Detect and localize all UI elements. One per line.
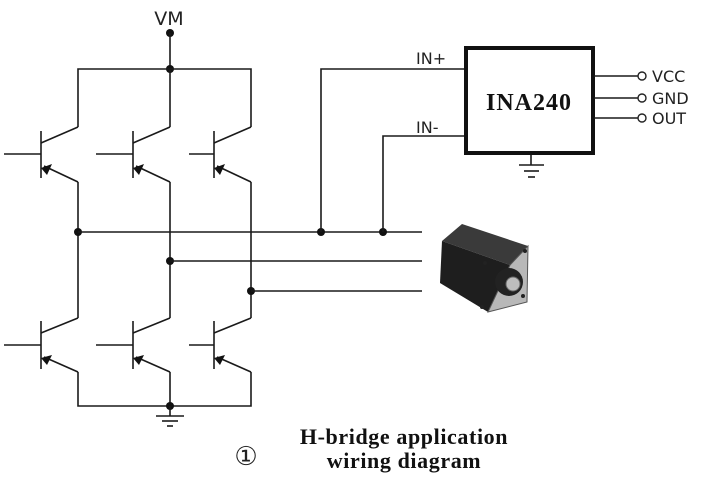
transistor-low-3 (189, 317, 252, 373)
caption-line-1: H-bridge application (300, 424, 508, 449)
chip-ground-icon (519, 155, 544, 178)
ina240-chip (464, 46, 595, 155)
in-plus-label: IN+ (416, 49, 446, 68)
gnd-terminal (637, 93, 647, 103)
vcc-terminal (637, 71, 647, 81)
chip-name: INA240 (486, 90, 572, 116)
caption-line-2: wiring diagram (327, 448, 481, 473)
in-minus-label: IN- (416, 118, 438, 137)
transistor-high-2 (96, 126, 171, 183)
transistor-low-2 (96, 317, 171, 373)
out-terminal (637, 113, 647, 123)
vcc-label: VCC (652, 67, 685, 86)
top-rail (77, 68, 252, 127)
out-label: OUT (652, 109, 686, 128)
vm-label: VM (154, 8, 183, 30)
stepper-motor-icon (440, 224, 529, 313)
transistor-high-3 (189, 126, 252, 183)
transistor-high-1 (4, 126, 79, 183)
ground-icon (156, 406, 184, 427)
gnd-label: GND (652, 89, 689, 108)
transistor-low-1 (4, 317, 79, 373)
caption-number: ① (234, 442, 257, 472)
in-plus-wire (320, 68, 465, 232)
in-minus-wire (382, 135, 465, 232)
bottom-rail (77, 372, 252, 407)
